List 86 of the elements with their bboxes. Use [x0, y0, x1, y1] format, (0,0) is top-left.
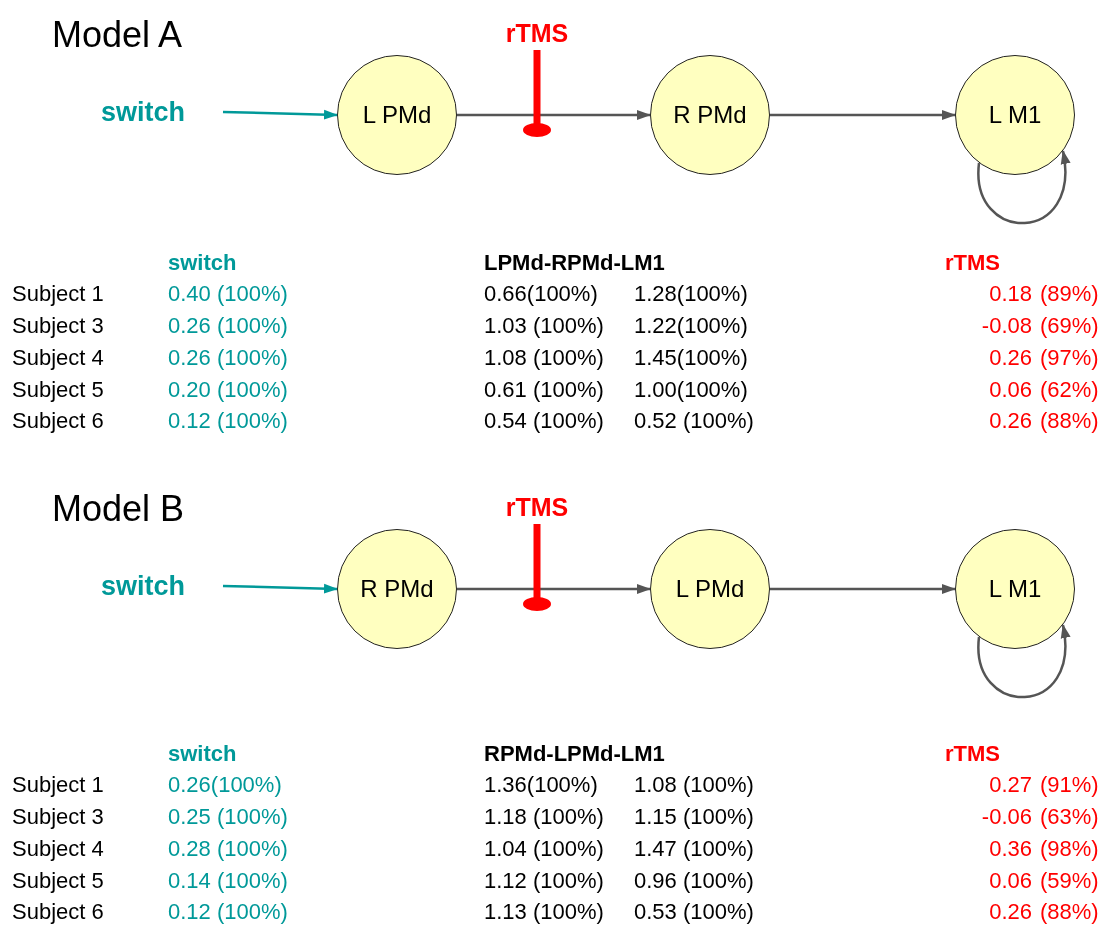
- table-value: 1.22(100%): [634, 313, 748, 339]
- table-value: 1.08 (100%): [634, 772, 754, 798]
- self-loop-arrow: [977, 150, 1070, 225]
- table-value: 1.13 (100%): [484, 899, 604, 925]
- table-value: 0.06: [989, 868, 1032, 894]
- table-value: (62%): [1040, 377, 1099, 403]
- row-label: Subject 5: [12, 377, 104, 403]
- region-name: L M1: [988, 575, 1042, 603]
- row-label: Subject 5: [12, 868, 104, 894]
- table-value: 0.96 (100%): [634, 868, 754, 894]
- table-value: 0.20 (100%): [168, 377, 288, 403]
- table-value: -0.08: [981, 313, 1032, 339]
- table-value: 1.18 (100%): [484, 804, 604, 830]
- table-value: (59%): [1040, 868, 1099, 894]
- table-value: 0.26 (100%): [168, 313, 288, 339]
- table-value: 0.26(100%): [168, 772, 282, 798]
- row-label: Subject 3: [12, 313, 104, 339]
- input-label: switch: [101, 570, 185, 602]
- table-value: (91%): [1040, 772, 1099, 798]
- table-value: 1.47 (100%): [634, 836, 754, 862]
- region-name: R PMd: [673, 101, 747, 129]
- column-header: rTMS: [945, 250, 1000, 276]
- table-value: 0.12 (100%): [168, 408, 288, 434]
- table-value: 0.28 (100%): [168, 836, 288, 862]
- table-value: 1.00(100%): [634, 377, 748, 403]
- table-value: 1.12 (100%): [484, 868, 604, 894]
- table-value: 0.12 (100%): [168, 899, 288, 925]
- region-name: L PMd: [362, 101, 432, 129]
- input-label: switch: [101, 96, 185, 128]
- table-value: 1.36(100%): [484, 772, 598, 798]
- arrow: [222, 109, 338, 120]
- arrow: [770, 584, 956, 594]
- table-value: (97%): [1040, 345, 1099, 371]
- table-value: 0.18: [989, 281, 1032, 307]
- table-value: (88%): [1040, 899, 1099, 925]
- column-header: rTMS: [945, 741, 1000, 767]
- table-value: 1.03 (100%): [484, 313, 604, 339]
- row-label: Subject 6: [12, 899, 104, 925]
- table-value: 0.26: [989, 899, 1032, 925]
- table-value: (89%): [1040, 281, 1099, 307]
- column-header: RPMd-LPMd-LM1: [484, 741, 665, 767]
- arrow: [770, 110, 956, 120]
- row-label: Subject 3: [12, 804, 104, 830]
- model-heading: Model B: [52, 489, 185, 529]
- table-value: 0.53 (100%): [634, 899, 754, 925]
- table-value: 1.45(100%): [634, 345, 748, 371]
- arrow: [457, 110, 651, 120]
- table-value: (63%): [1040, 804, 1099, 830]
- row-label: Subject 1: [12, 772, 104, 798]
- row-label: Subject 1: [12, 281, 104, 307]
- table-value: 0.27: [989, 772, 1032, 798]
- column-header: LPMd-RPMd-LM1: [484, 250, 665, 276]
- table-value: 0.36: [989, 836, 1032, 862]
- region-name: L PMd: [675, 575, 745, 603]
- row-label: Subject 6: [12, 408, 104, 434]
- arrow: [457, 584, 651, 594]
- model-heading: Model A: [52, 15, 183, 55]
- row-label: Subject 4: [12, 836, 104, 862]
- table-value: (98%): [1040, 836, 1099, 862]
- table-value: 1.04 (100%): [484, 836, 604, 862]
- region-name: R PMd: [360, 575, 434, 603]
- table-value: 0.61 (100%): [484, 377, 604, 403]
- table-value: 0.14 (100%): [168, 868, 288, 894]
- table-value: 0.66(100%): [484, 281, 598, 307]
- table-value: 0.26: [989, 408, 1032, 434]
- table-value: 0.25 (100%): [168, 804, 288, 830]
- column-header: switch: [168, 250, 237, 276]
- table-value: 0.26 (100%): [168, 345, 288, 371]
- table-value: 1.08 (100%): [484, 345, 604, 371]
- table-value: 0.26: [989, 345, 1032, 371]
- table-value: 0.52 (100%): [634, 408, 754, 434]
- row-label: Subject 4: [12, 345, 104, 371]
- table-value: -0.06: [981, 804, 1032, 830]
- stimulation-label: rTMS: [505, 492, 569, 522]
- table-value: 0.54 (100%): [484, 408, 604, 434]
- arrow: [222, 583, 338, 594]
- table-value: 1.28(100%): [634, 281, 748, 307]
- table-value: (69%): [1040, 313, 1099, 339]
- table-value: 0.40 (100%): [168, 281, 288, 307]
- table-value: 0.06: [989, 377, 1032, 403]
- region-name: L M1: [988, 101, 1042, 129]
- table-value: (88%): [1040, 408, 1099, 434]
- stimulation-label: rTMS: [505, 18, 569, 48]
- column-header: switch: [168, 741, 237, 767]
- table-value: 1.15 (100%): [634, 804, 754, 830]
- self-loop-arrow: [977, 624, 1070, 699]
